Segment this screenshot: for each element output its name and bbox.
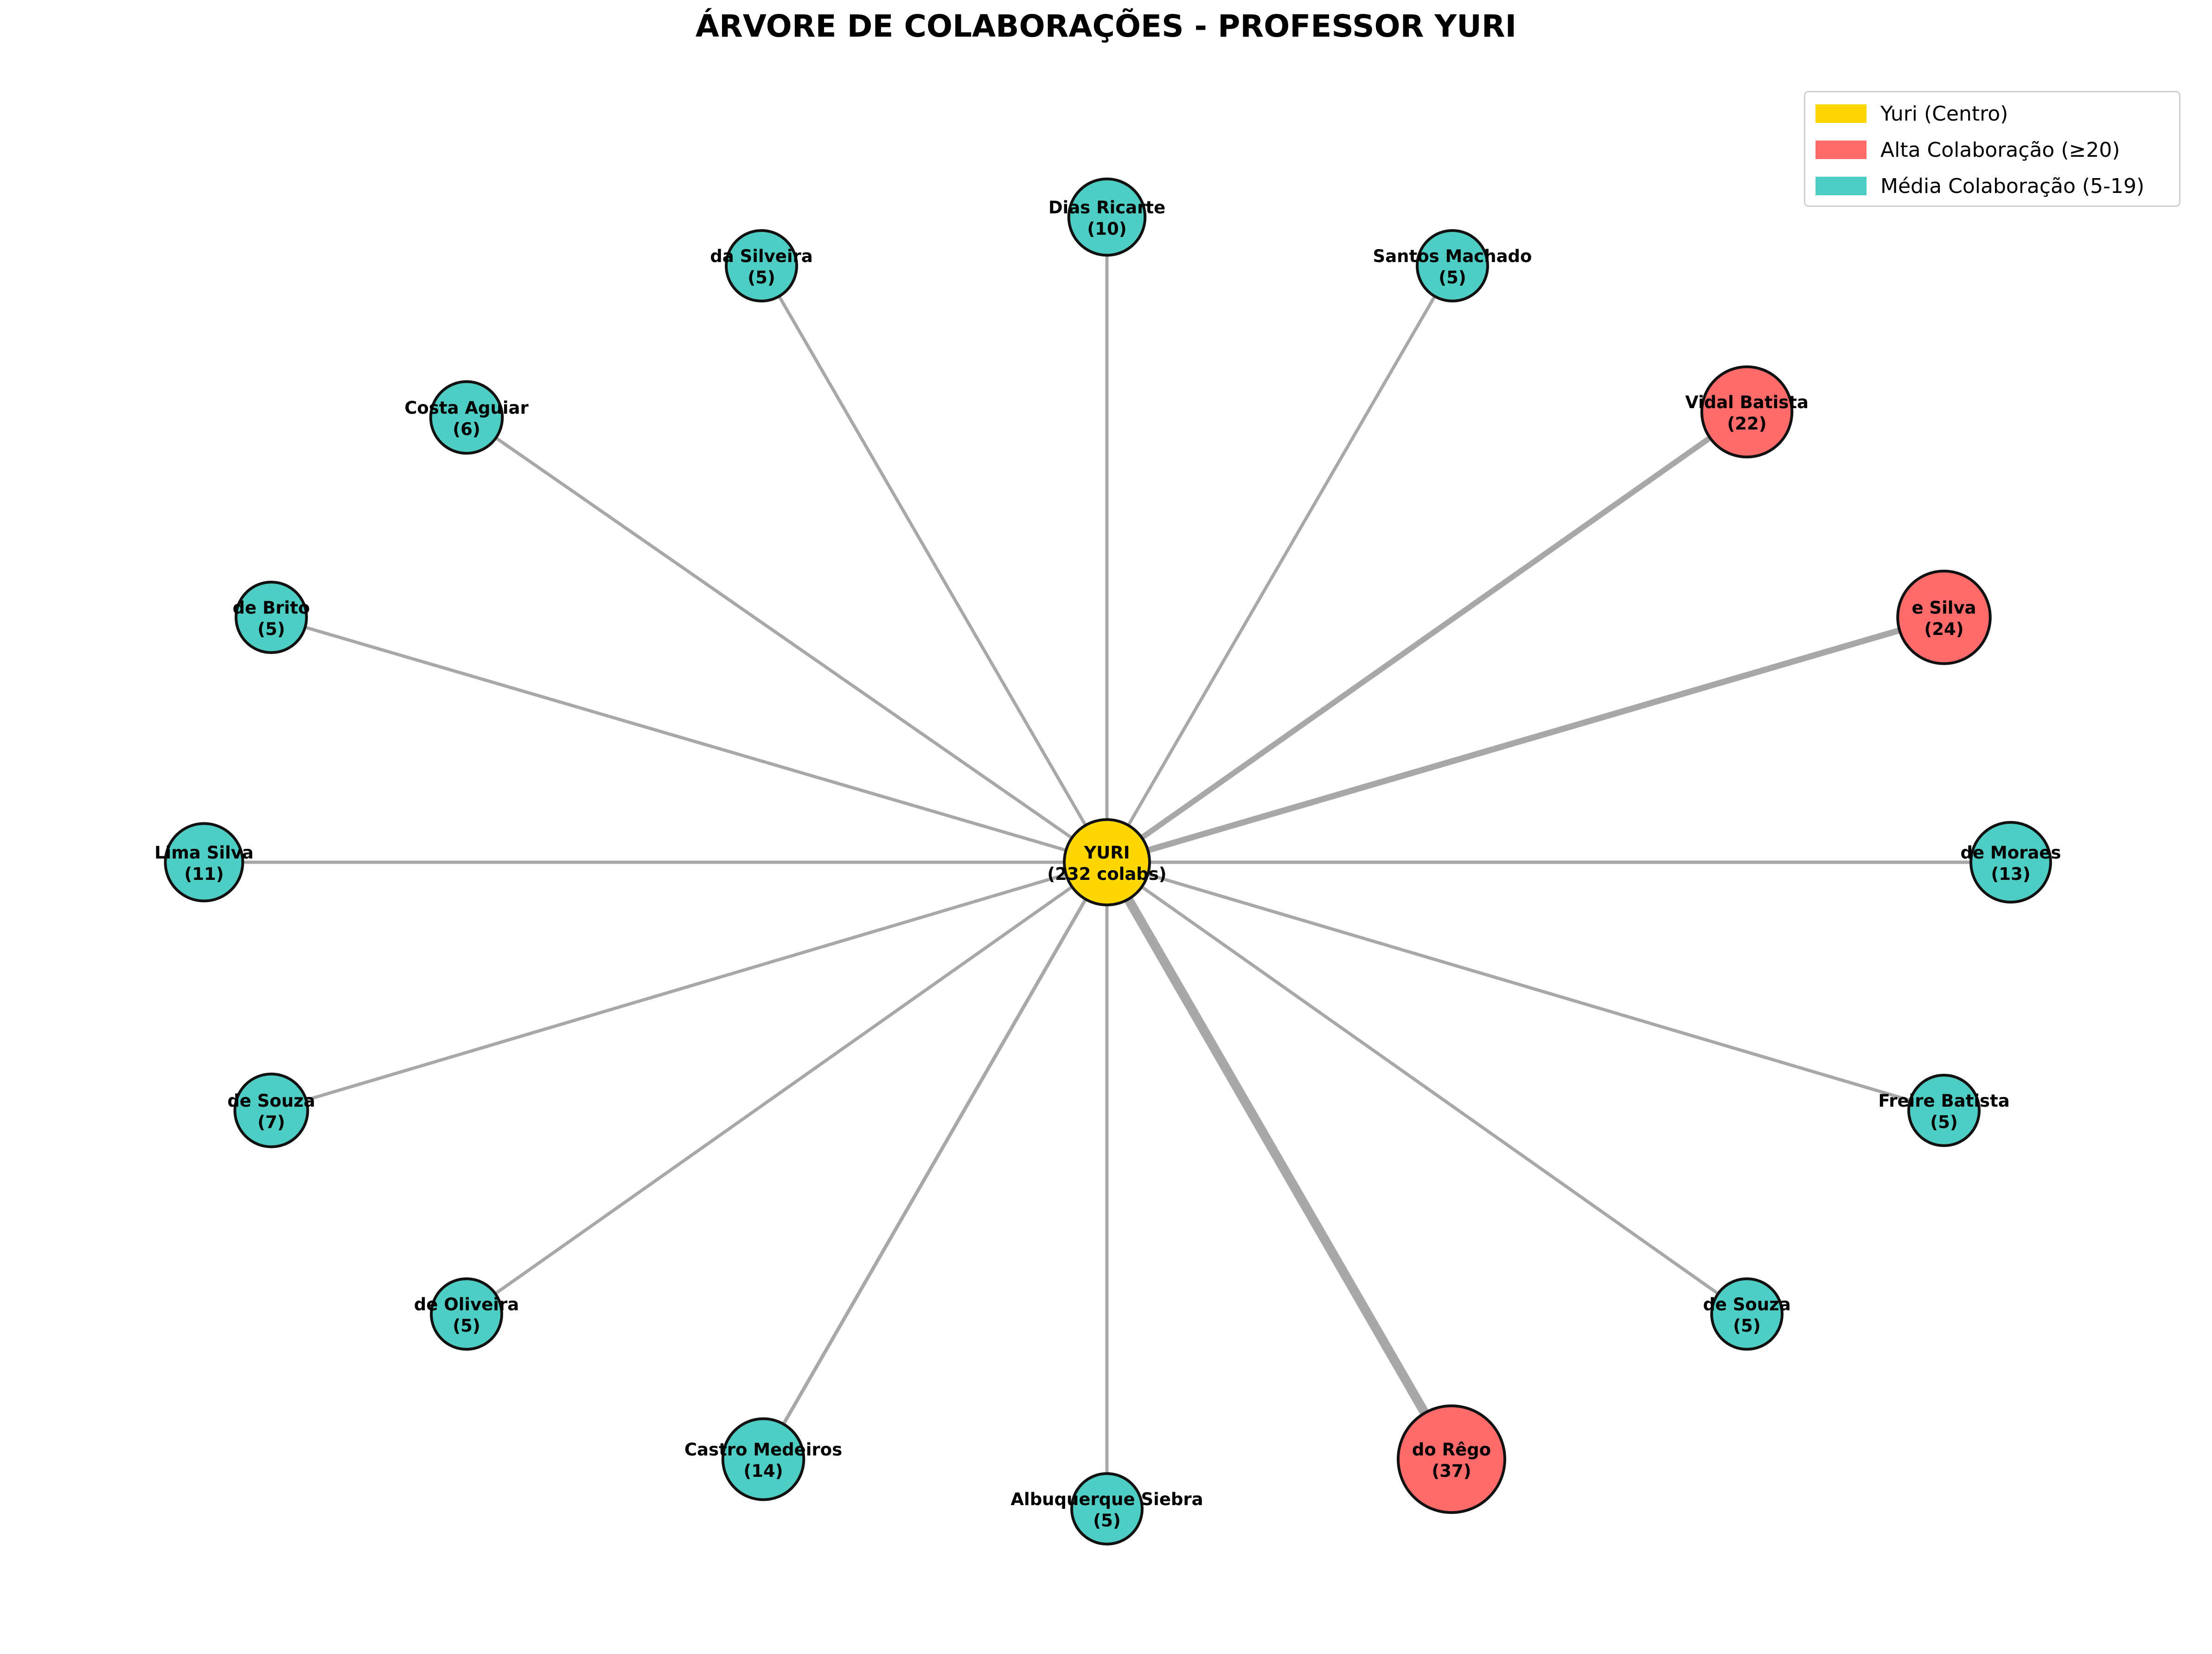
node-count-label: (22) (1727, 414, 1766, 434)
collaborator-node: Castro Medeiros(14) (684, 1417, 842, 1501)
collaborator-node: de Moraes(13) (1960, 821, 2061, 904)
edge (1105, 410, 1749, 865)
node-name-label: de Souza (1703, 1295, 1790, 1314)
edge (1106, 860, 1944, 1112)
node-circle (1907, 1074, 1981, 1147)
collaborator-node: de Souza (5) (1703, 1277, 1791, 1351)
node-circle (721, 1417, 806, 1501)
collaborator-node: Lima Silva(11) (154, 822, 254, 903)
legend-label-center: Yuri (Centro) (1880, 102, 2008, 126)
collaborator-node: Santos Machado(5) (1373, 229, 1532, 302)
node-count-label: (7) (257, 1112, 285, 1132)
legend-swatch-high (1816, 141, 1867, 159)
node-name-label: Costa Aguiar (404, 398, 529, 418)
node-circle (1397, 1404, 1506, 1514)
node-circle (1070, 1472, 1144, 1545)
node-count-label: (5) (1733, 1316, 1761, 1336)
edge (466, 416, 1108, 864)
node-name-label: Dias Ricarte (1048, 198, 1165, 218)
collaborator-node: Dias Ricarte(10) (1048, 177, 1165, 257)
collaborator-node: de Souza(7) (227, 1072, 315, 1148)
node-name-label: de Oliveira (414, 1295, 519, 1314)
legend-swatch-medium (1816, 177, 1867, 195)
node-name-label: Albuquerque Siebra (1010, 1489, 1203, 1509)
node-count-label: (10) (1087, 219, 1126, 239)
node-circle (1896, 570, 1992, 665)
node-circle (1710, 1277, 1784, 1351)
edge (271, 615, 1107, 864)
center-circle (1063, 818, 1151, 906)
node-name-label: Lima Silva (154, 843, 254, 863)
node-count-label: (14) (743, 1461, 783, 1481)
collaborator-node: do Rêgo(37) (1397, 1404, 1506, 1514)
edges-layer (204, 217, 2011, 1509)
edge (761, 861, 1109, 1460)
legend-item-center: Yuri (Centro) (1816, 101, 2008, 127)
node-circle (430, 1277, 503, 1351)
nodes-layer: do Rêgo(37) e Silva(24) Vidal Batista(22) C… (154, 177, 2061, 1545)
collaborator-node: Vidal Batista(22) (1685, 365, 1809, 459)
node-count-label: (5) (257, 619, 285, 639)
collaborator-node: e Silva(24) (1896, 570, 1992, 665)
legend-swatch-center (1816, 104, 1867, 123)
legend-label-high: Alta Colaboração (≥20) (1880, 138, 2120, 162)
collaborator-node: Costa Aguiar(6) (404, 380, 529, 455)
node-count-label: (24) (1924, 619, 1963, 639)
node-name-label: Santos Machado (1373, 246, 1532, 266)
node-count-label: (5) (453, 1316, 480, 1336)
node-name-label: do Rêgo (1412, 1440, 1491, 1460)
node-count-label: (6) (453, 419, 480, 439)
node-name-label: Castro Medeiros (684, 1440, 842, 1460)
center-count-label: (232 colabs) (1047, 864, 1166, 884)
node-count-label: (37) (1432, 1461, 1471, 1481)
node-name-label: Freire Batista (1878, 1091, 2009, 1111)
center-name-label: YURI (1083, 843, 1130, 863)
node-circle (1969, 821, 2052, 904)
node-circle (164, 822, 244, 903)
node-circle (233, 1072, 309, 1148)
node-name-label: de Brito (233, 598, 310, 618)
edge (1103, 859, 1456, 1462)
legend-label-medium: Média Colaboração (5-19) (1880, 174, 2145, 198)
edge (1106, 614, 1945, 865)
node-circle (1700, 365, 1794, 459)
node-circle (235, 581, 308, 654)
edge (1105, 265, 1454, 863)
legend-item-medium: Média Colaboração (5-19) (1816, 173, 2144, 199)
node-circle (1416, 229, 1489, 302)
legend: Yuri (Centro) Alta Colaboração (≥20) Méd… (1804, 91, 2180, 207)
edge (271, 860, 1107, 1112)
chart-title: ÁRVORE DE COLABORAÇÕES - PROFESSOR YURI (695, 8, 1517, 44)
node-count-label: (5) (748, 268, 775, 288)
edge (465, 861, 1108, 1315)
node-count-label: (13) (1991, 864, 2030, 884)
node-count-label: (5) (1438, 268, 1466, 288)
edge (760, 265, 1109, 863)
node-name-label: de Souza (227, 1091, 315, 1111)
node-circle (429, 380, 504, 455)
node-name-label: de Moraes (1960, 843, 2061, 863)
node-count-label: (5) (1930, 1112, 1958, 1132)
node-name-label: Vidal Batista (1685, 392, 1809, 412)
collaborator-node: Freire Batista(5) (1878, 1074, 2010, 1147)
node-count-label: (5) (1093, 1511, 1121, 1531)
node-circle (725, 229, 798, 302)
collaborator-node: Albuquerque Siebra(5) (1010, 1472, 1203, 1545)
collaborator-node: de Oliveira (5) (414, 1277, 519, 1351)
node-name-label: da Silveira (710, 246, 812, 266)
center-node: YURI(232 colabs) (1047, 818, 1167, 906)
collaborator-node: da Silveira(5) (710, 229, 813, 302)
node-count-label: (11) (184, 864, 224, 884)
collaborator-node: de Brito(5) (233, 581, 310, 654)
legend-item-high: Alta Colaboração (≥20) (1816, 137, 2120, 163)
node-name-label: e Silva (1912, 598, 1976, 618)
edge (1106, 861, 1748, 1315)
node-circle (1067, 177, 1147, 257)
